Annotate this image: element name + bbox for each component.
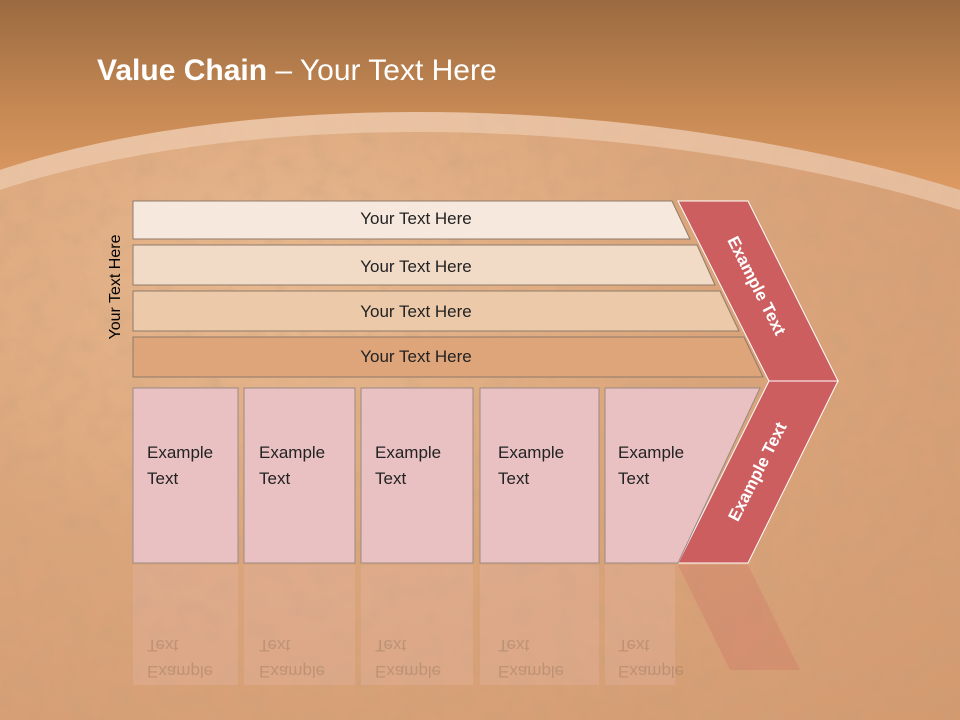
header-band: [0, 0, 960, 190]
activity-box-2: [243, 387, 356, 564]
activity-box-1: [132, 387, 239, 564]
title-bold: Value Chain: [97, 54, 268, 87]
activity-box-3-reflection: Example Text: [375, 636, 442, 681]
title-rest: – Your Text Here: [267, 54, 497, 87]
bar-3: [132, 290, 740, 332]
activity-box-5-reflection: Example Text: [618, 636, 685, 681]
slide-title: Value Chain – Your Text Here: [97, 54, 497, 88]
header-arc: [0, 112, 960, 210]
activity-box-1-reflection: Example Text: [147, 636, 214, 681]
bar-3-label: Your Text Here: [360, 302, 472, 321]
side-label: Your Text Here: [107, 234, 124, 340]
activity-box-4-reflection: Example Text: [498, 636, 565, 681]
activity-box-5: [604, 387, 761, 564]
activity-box-3-label: Example Text: [375, 443, 442, 488]
activity-box-1-label: Example Text: [147, 443, 214, 488]
activity-box-2-label: Example Text: [259, 443, 326, 488]
activity-box-4: [479, 387, 600, 564]
activity-box-4-label: Example Text: [498, 443, 565, 488]
bar-2-label: Your Text Here: [360, 257, 472, 276]
reflection-group: [133, 565, 800, 685]
bar-1: [132, 200, 691, 240]
bar-2: [132, 244, 716, 286]
activity-box-3: [360, 387, 474, 564]
bar-4-label: Your Text Here: [360, 347, 472, 366]
activity-box-2-reflection: Example Text: [259, 636, 326, 681]
activity-box-5-label: Example Text: [618, 443, 685, 488]
bar-4: [132, 336, 764, 378]
bar-1-label: Your Text Here: [360, 209, 472, 228]
